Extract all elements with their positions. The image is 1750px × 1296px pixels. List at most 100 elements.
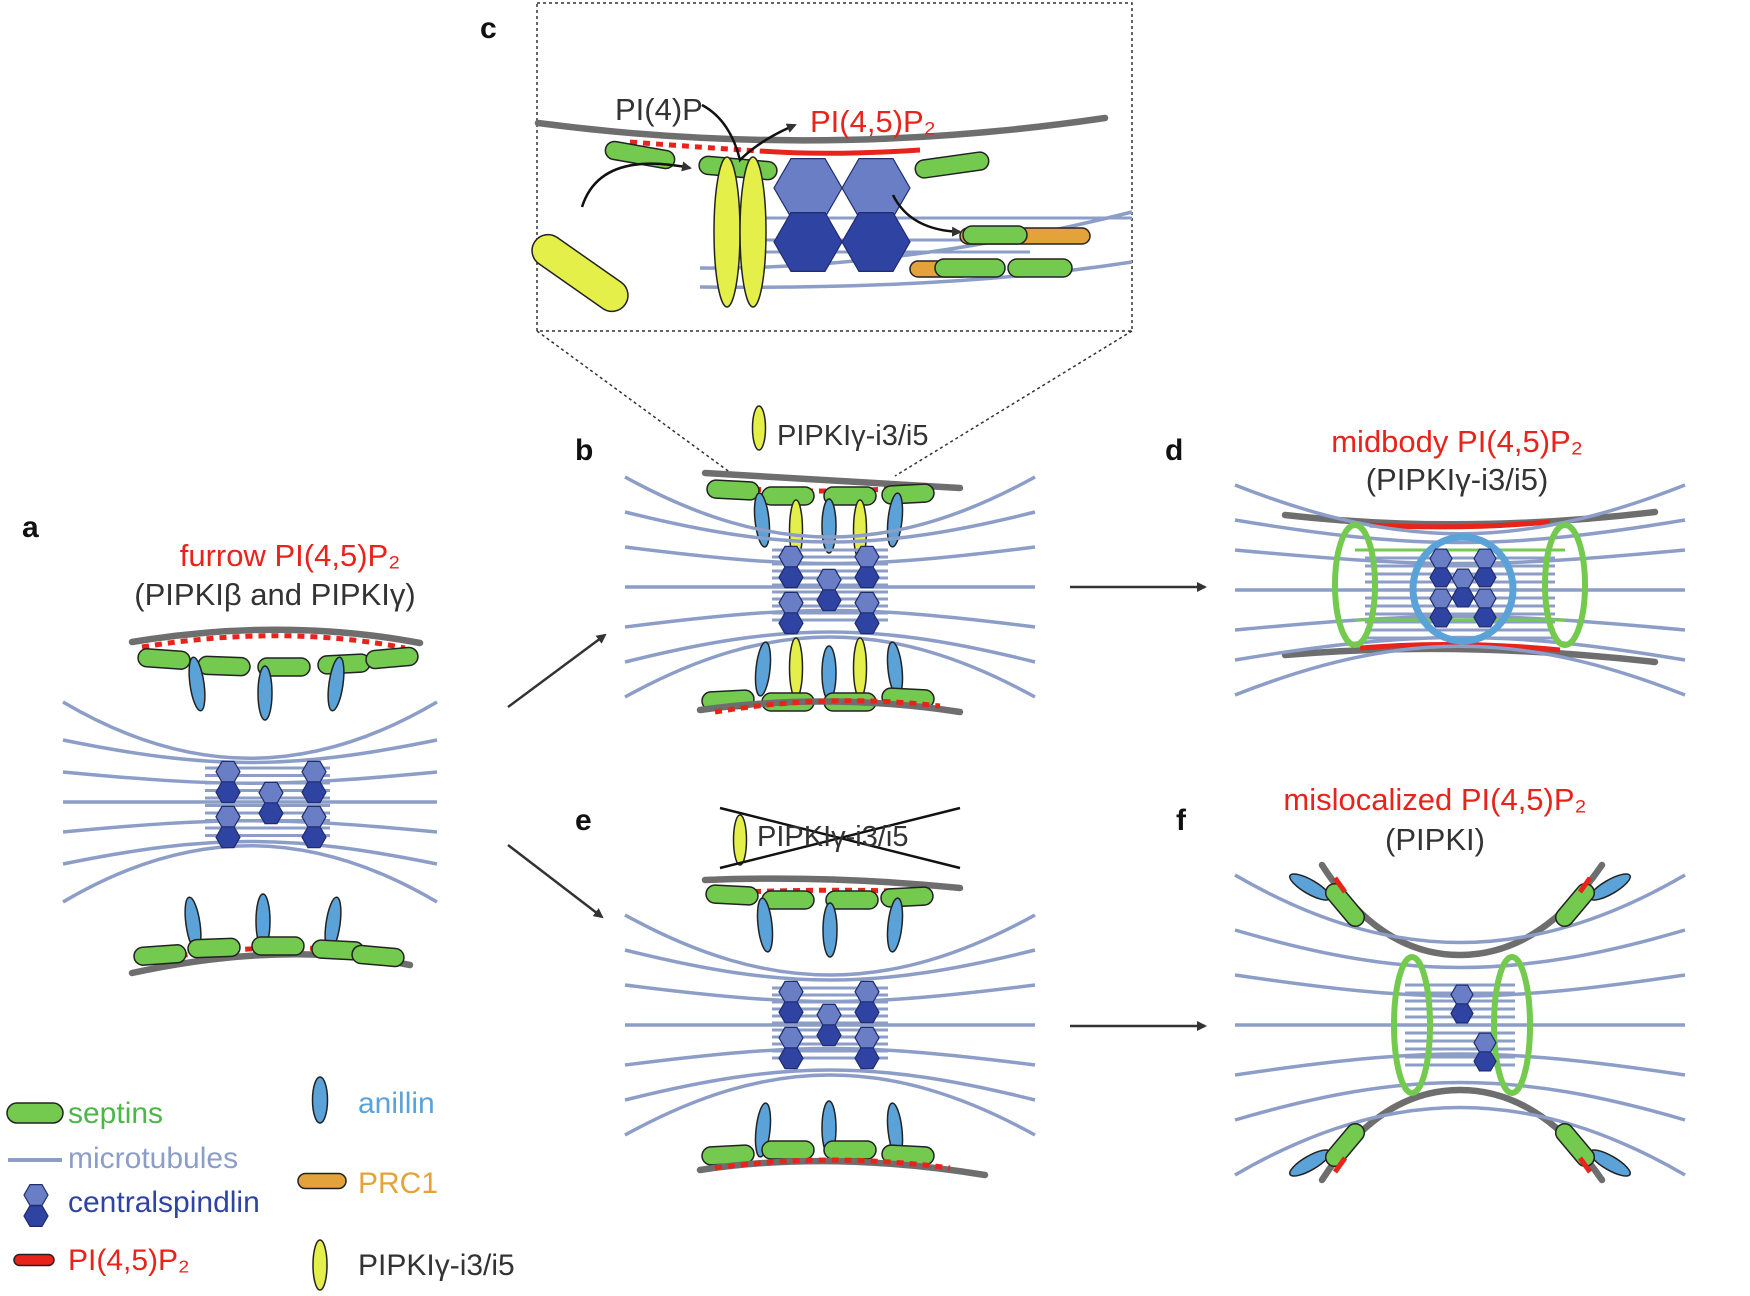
arrow-curved [701, 103, 797, 163]
panel-c [531, 2, 1133, 477]
panel-b [624, 405, 1036, 716]
septin [823, 1140, 877, 1160]
anillin-ring [1409, 533, 1517, 645]
centralspindlin-hexagon [778, 591, 804, 614]
anillin [754, 641, 772, 697]
panel-e [624, 806, 1036, 1179]
pip2-lipid [714, 1157, 951, 1171]
septin [251, 936, 305, 956]
centralspindlin-hexagon [773, 158, 843, 218]
centralspindlin-hexagon [1429, 607, 1453, 628]
panel-f-subtitle: (PIPKI) [1385, 822, 1485, 857]
legend-prc1-icon [297, 1172, 347, 1190]
pipki-legend-icon [732, 814, 748, 866]
septin [761, 486, 815, 506]
centralspindlin-hexagon [258, 781, 284, 804]
centralspindlin-hexagon [816, 589, 842, 612]
panel-c-pi4p-label: PI(4)P [615, 92, 703, 127]
septin [880, 886, 934, 908]
septin [1554, 1122, 1596, 1168]
panel-a-subtitle: (PIPKIβ and PIPKIγ) [134, 577, 415, 612]
pip2-lipid [1577, 876, 1593, 894]
panel-a [62, 626, 438, 977]
legend-anillin-icon [311, 1076, 329, 1124]
septin-ring [1391, 954, 1433, 1096]
anillin [188, 656, 206, 712]
centralspindlin-hexagon [215, 826, 241, 849]
centralspindlin-hexagon [778, 1026, 804, 1049]
centralspindlin-hexagon [1451, 568, 1475, 589]
septin [698, 155, 778, 181]
centralspindlin-hexagon [854, 545, 880, 568]
centralspindlin-hexagon [301, 805, 327, 828]
centralspindlin-hexagon [778, 1047, 804, 1070]
centralspindlin-hexagon [1473, 1051, 1497, 1072]
centralspindlin-hexagon [854, 1047, 880, 1070]
centralspindlin-hexagon [1429, 588, 1453, 609]
pipki-gamma [531, 233, 629, 313]
zoom-line-left [536, 330, 736, 477]
centralspindlin-hexagon [215, 805, 241, 828]
centralspindlin-hexagon [23, 1183, 49, 1207]
anillin [753, 492, 771, 548]
centralspindlin-hexagon [1451, 587, 1475, 608]
centralspindlin-hexagon [301, 781, 327, 804]
anillin [886, 897, 904, 953]
microtubule [62, 700, 438, 760]
septin-ring [1332, 522, 1378, 648]
septin [365, 646, 419, 670]
legend-centralspindlin-label: centralspindlin [68, 1186, 260, 1219]
panel-letter-d: d [1165, 434, 1183, 467]
panel-d-title: midbody PI(4,5)P₂ [1331, 424, 1583, 459]
septin [705, 884, 759, 906]
centralspindlin-hexagon [1429, 567, 1453, 588]
microtubule [624, 1046, 1036, 1067]
centralspindlin-hexagon [1473, 567, 1497, 588]
septin-ring [1542, 522, 1588, 648]
centralspindlin-hexagon [854, 566, 880, 589]
centralspindlin-hexagon [841, 158, 911, 218]
pipki-gamma [713, 156, 741, 308]
anillin [886, 492, 904, 548]
septin [133, 944, 187, 966]
anillin [756, 897, 774, 953]
microtubule [624, 913, 1036, 977]
arrow-curved [891, 194, 962, 237]
panel-letter-b: b [575, 434, 593, 467]
centralspindlin-hexagon [778, 1001, 804, 1024]
centralspindlin-hexagon [816, 1024, 842, 1047]
centralspindlin-hexagon [854, 612, 880, 635]
septin [934, 258, 1006, 278]
centralspindlin-hexagon [1473, 588, 1497, 609]
septin [881, 483, 935, 505]
microtubule [1234, 873, 1686, 945]
centralspindlin-hexagon [773, 212, 843, 272]
pip2-lipid [759, 147, 921, 156]
anillin [821, 498, 837, 554]
septin [1324, 1122, 1366, 1168]
centralspindlin-hexagon [778, 980, 804, 1003]
panel-d-subtitle: (PIPKIγ-i3/i5) [1366, 462, 1549, 497]
panel-letter-c: c [480, 12, 497, 45]
microtubule [1234, 548, 1686, 566]
septin [197, 655, 251, 677]
legend-pipki-icon [312, 1239, 328, 1291]
zoom-box [536, 2, 1133, 332]
microtubule [62, 738, 438, 765]
anillin [822, 902, 838, 958]
panel-letter-a: a [22, 511, 39, 544]
septin [187, 937, 241, 959]
centralspindlin-hexagon [1473, 607, 1497, 628]
centralspindlin-hexagon [778, 545, 804, 568]
microtubule [699, 260, 1133, 290]
microtubule [624, 510, 1036, 544]
microtubule [624, 1068, 1036, 1102]
legend-pip2-label: PI(4,5)P₂ [68, 1244, 190, 1277]
legend-prc1-label: PRC1 [358, 1167, 438, 1200]
pipki-gamma [788, 637, 804, 699]
plasma-membrane [1281, 645, 1659, 666]
arrow [507, 844, 604, 919]
microtubule [1234, 1105, 1686, 1177]
centralspindlin-hexagon [258, 802, 284, 825]
